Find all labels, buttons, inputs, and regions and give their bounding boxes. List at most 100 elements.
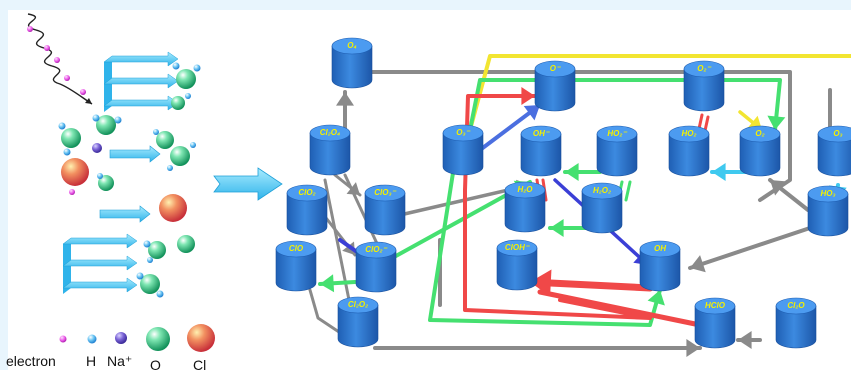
edge-cl2o2-hclo-head	[686, 339, 700, 357]
electron-particle	[27, 26, 33, 32]
node-ho3: HO₃	[807, 185, 849, 237]
node-clo2-label: ClO₂	[298, 188, 315, 197]
arrow-group-bottom	[62, 233, 138, 294]
edge-cl2o4-clo3-head	[346, 182, 360, 195]
arrow-h-to-oh-shape	[109, 145, 161, 163]
arrow-group-bottom-prong	[62, 277, 138, 293]
hydrogen-atom	[114, 116, 122, 124]
edge-cl2o4-clo2m	[343, 173, 382, 252]
node-o4-top	[331, 37, 373, 55]
node-clohm-label: ClOH⁻	[505, 243, 530, 252]
node-o2-top	[739, 125, 781, 143]
hydrogen-atom	[193, 64, 201, 72]
arrow-to-cl	[99, 205, 151, 223]
electron-particle	[69, 189, 75, 195]
legend-o-label: O	[150, 357, 161, 370]
hydrogen-atom	[172, 62, 180, 70]
legend-cl-swatch	[187, 324, 215, 352]
edge-green-loop-head	[647, 290, 665, 306]
oxygen-atom	[140, 274, 160, 294]
edge-green-loop	[428, 158, 662, 327]
edge-cl2o-hclo-head	[738, 331, 752, 349]
node-clo2-top	[286, 184, 328, 202]
node-clohm-top	[496, 239, 538, 257]
node-o2-body	[739, 133, 781, 177]
node-h2o: H₂O	[504, 181, 546, 233]
edge-h2o2-ho2m-2	[624, 180, 632, 202]
hydrogen-atom	[143, 240, 151, 248]
node-clo-label: ClO	[289, 244, 304, 253]
node-om-top	[534, 60, 576, 78]
node-oh-body	[639, 248, 681, 292]
legend-electron-swatch	[59, 335, 67, 343]
node-cl2o: Cl₂O	[775, 297, 817, 349]
edge-o3m-om-head	[523, 105, 540, 121]
node-o2m-label: O₂⁻	[697, 64, 711, 73]
node-h2o2-label: H₂O₂	[593, 186, 611, 195]
oxygen-atom	[96, 115, 116, 135]
edge-ho3-oh	[688, 226, 812, 270]
node-om: O⁻	[534, 60, 576, 112]
edge-ho3-o2-head	[770, 180, 787, 196]
node-ho3-label: HO₃	[820, 189, 835, 198]
node-o2m-top	[683, 60, 725, 78]
node-ohm-body	[520, 133, 562, 177]
node-o3-top	[817, 125, 851, 143]
node-o4: O₄	[331, 37, 373, 89]
transition-arrow	[213, 167, 283, 201]
node-h2o-top	[504, 181, 546, 199]
oxygen-atom	[148, 241, 166, 259]
node-ho3-top	[807, 185, 849, 203]
hydrogen-atom	[58, 122, 66, 130]
legend-h-swatch	[87, 334, 97, 344]
node-o4-body	[331, 45, 373, 89]
legend-cl-label: Cl	[193, 357, 206, 370]
node-clohm: ClOH⁻	[496, 239, 538, 291]
node-h2o2: H₂O₂	[581, 182, 623, 234]
edge-clo-cl2o2	[308, 288, 347, 338]
sodium-ion	[92, 143, 102, 153]
oxygen-atom	[61, 128, 81, 148]
electron-particle	[44, 45, 50, 51]
edge-red-top-head	[521, 87, 535, 105]
node-clo3m-label: ClO₃⁻	[374, 188, 396, 197]
node-ho2: HO₂	[668, 125, 710, 177]
hydrogen-atom	[185, 93, 191, 99]
edge-ho3-oh-head	[690, 255, 706, 273]
node-hclo-top	[694, 297, 736, 315]
node-ohm-label: OH⁻	[533, 129, 550, 138]
oxygen-atom	[98, 175, 114, 191]
edge-ho2m-ohm-head	[565, 163, 579, 181]
node-ho3-body	[807, 193, 849, 237]
node-h2o2-body	[581, 190, 623, 234]
node-ho2-body	[668, 133, 710, 177]
node-oh-top	[639, 240, 681, 258]
node-cl2o2: Cl₂O₂	[337, 296, 379, 348]
oxygen-atom	[177, 235, 195, 253]
node-ho2m-label: HO₂⁻	[607, 129, 627, 138]
node-clo-body	[275, 248, 317, 292]
hydrogen-atom	[156, 290, 164, 298]
node-o3-label: O₃	[833, 129, 842, 138]
node-cl2o4: Cl₂O₄	[309, 124, 351, 176]
node-ho2m: HO₂⁻	[596, 125, 638, 177]
arrow-group-bottom-prong	[62, 255, 138, 271]
node-cl2o4-label: Cl₂O₄	[320, 128, 340, 137]
node-clo: ClO	[275, 240, 317, 292]
node-h2o-body	[504, 189, 546, 233]
arrow-h-to-oh	[109, 145, 161, 163]
node-ohm-top	[520, 125, 562, 143]
arrow-group-top	[103, 51, 179, 112]
node-clo2m: ClO₂⁻	[355, 241, 397, 293]
edge-o2-ho2-head	[712, 163, 726, 181]
oxygen-atom	[171, 96, 185, 110]
hydrogen-atom	[167, 165, 173, 171]
photon-arrowhead	[85, 98, 92, 104]
edge-oh-cloh-head	[530, 269, 552, 297]
node-clo3m: ClO₃⁻	[364, 184, 406, 236]
arrow-to-cl-shape	[99, 205, 151, 223]
node-ohm: OH⁻	[520, 125, 562, 177]
node-clo2m-label: ClO₂⁻	[365, 245, 387, 254]
